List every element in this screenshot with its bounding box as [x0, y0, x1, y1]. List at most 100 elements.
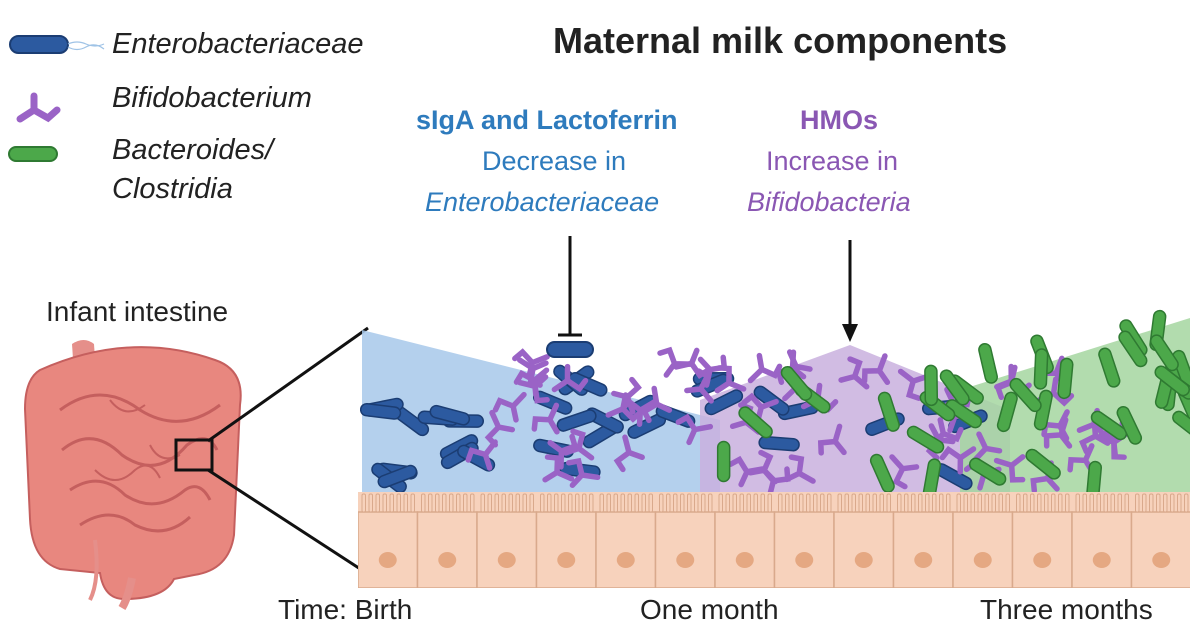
timeline-birth-label: Time: Birth: [278, 594, 413, 625]
bifidobacterium: [640, 385, 673, 424]
bacteroides: [869, 453, 895, 493]
zoom-line-top: [207, 326, 369, 443]
enterobacteriaceae-legend-icon: [9, 35, 105, 54]
hmos-heading: HMOs: [800, 105, 879, 135]
bifidobacterium: [547, 433, 579, 470]
bacteroides: [1154, 365, 1190, 397]
epithelial-cell: [416, 511, 478, 588]
cell-nucleus: [735, 552, 754, 568]
cell-nucleus: [795, 552, 814, 568]
epithelial-cell: [1071, 511, 1133, 588]
bifidobacterium: [675, 413, 714, 446]
bifidobacterium: [1043, 417, 1073, 449]
epithelial-cell: [773, 511, 835, 588]
cell-nucleus: [1092, 552, 1111, 568]
bifidobacterium: [714, 365, 747, 394]
zoom-box: [174, 438, 214, 472]
bacteroides: [906, 425, 945, 454]
cell-nucleus: [973, 552, 992, 568]
enterobacterium: [429, 404, 471, 426]
epithelial-cell: [1011, 511, 1073, 588]
bacteroides: [978, 342, 998, 384]
inhibition-arrow: [558, 236, 582, 337]
bacteroides: [1116, 405, 1143, 445]
timeline-three-months-label: Three months: [980, 594, 1153, 625]
epithelial-cell: [358, 511, 419, 588]
cell-nucleus: [497, 552, 516, 568]
bifidobacterium: [562, 428, 595, 461]
bifidobacterium: [861, 353, 891, 386]
bacteroides: [1149, 334, 1179, 372]
bifidobacterium: [484, 409, 516, 448]
increase-target-label: Bifidobacteria: [747, 187, 911, 217]
bifidobacterium: [993, 454, 1026, 483]
bifidobacterium: [605, 392, 644, 423]
cell-nucleus: [557, 552, 576, 568]
epithelial-cell: [1130, 511, 1190, 588]
decrease-in-label: Decrease in: [482, 146, 627, 176]
bacteroides: [1090, 410, 1128, 441]
enterobacterium: [556, 409, 597, 432]
bifidobacterium: [838, 356, 870, 390]
enterobacterium: [377, 464, 418, 489]
figure-title: Maternal milk components: [553, 20, 1008, 61]
bifidobacterium-legend-icon: [16, 92, 61, 123]
intestine-illustration: [23, 340, 242, 611]
bacteroides: [1057, 357, 1074, 400]
cell-nucleus: [914, 552, 933, 568]
bifidobacterium: [727, 455, 766, 488]
bacteroides: [1025, 448, 1061, 480]
bifidobacterium: [551, 363, 589, 393]
cell-nucleus: [378, 552, 397, 568]
bacteroides: [922, 458, 942, 496]
epithelial-cell: [714, 511, 776, 588]
bacteroides: [1033, 348, 1049, 390]
bifidobacterium: [542, 454, 575, 483]
bacteroides: [716, 440, 731, 483]
epithelial-cell: [892, 511, 954, 588]
bacteria-layer: [360, 309, 1190, 496]
bacteroides: [1009, 377, 1042, 413]
decrease-target-label: Enterobacteriaceae: [425, 187, 660, 217]
bacteroides: [877, 391, 900, 432]
bacteroides: [968, 457, 1007, 486]
timeline-one-month-label: One month: [640, 594, 779, 625]
cell-nucleus: [438, 552, 457, 568]
bacteroides: [1118, 330, 1148, 368]
bacteroides: [1172, 349, 1190, 390]
bacteroides: [945, 399, 983, 429]
bifidobacterium: [516, 374, 550, 404]
bifidobacterium: [889, 454, 920, 490]
bifidobacterium: [531, 402, 560, 435]
stimulation-arrow: [842, 240, 858, 342]
epithelial-cell: [595, 511, 657, 588]
infant-intestine-label: Infant intestine: [46, 296, 229, 327]
legend-enterobacteriaceae-label: Enterobacteriaceae: [112, 28, 364, 60]
increase-in-label: Increase in: [766, 146, 899, 176]
epithelial-cell: [654, 511, 716, 588]
legend-bacteroides-label: Bacteroides/: [112, 134, 274, 166]
siga-lactoferrin-heading: sIgA and Lactoferrin: [416, 105, 678, 135]
bacteroides: [1098, 347, 1121, 388]
bifidobacterium: [817, 423, 847, 456]
bacteroides-legend-icon: [8, 146, 58, 162]
bacteroides: [1085, 460, 1103, 496]
epithelial-cell: [952, 511, 1014, 588]
bacteroides: [1172, 410, 1190, 442]
bacteroides: [738, 406, 773, 439]
cell-nucleus: [676, 552, 695, 568]
zoom-line-bottom: [207, 468, 369, 576]
cell-nucleus: [1152, 552, 1171, 568]
bifidobacterium: [492, 391, 527, 423]
bifidobacterium: [939, 445, 977, 475]
bifidobacterium: [747, 352, 783, 384]
enterobacterium-inhibited: [546, 341, 594, 358]
bacteroides: [924, 364, 939, 407]
cell-nucleus: [616, 552, 635, 568]
bifidobacterium: [684, 368, 714, 404]
bifidobacterium: [566, 457, 601, 489]
bacteroides: [939, 369, 970, 406]
epithelial-cell: [476, 511, 538, 588]
epithelial-cell: [535, 511, 597, 588]
